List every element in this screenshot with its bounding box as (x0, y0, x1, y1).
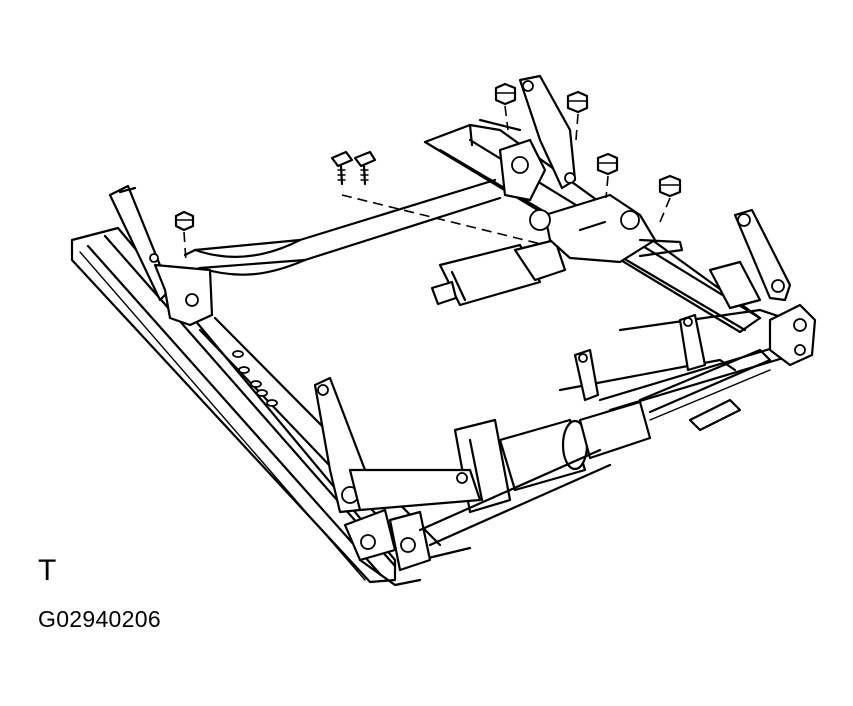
bolt-guide-line (341, 194, 546, 246)
cross-torsion-bar (183, 178, 502, 276)
nut-icon (566, 90, 589, 141)
front-cross-member (358, 448, 612, 587)
track-slots (232, 350, 278, 407)
right-rear-bracket (708, 208, 792, 310)
figure-code-label: G02940206 (38, 606, 161, 632)
nut-icon (494, 82, 517, 131)
bolt-icon (330, 150, 354, 186)
bolt-icon (353, 150, 377, 186)
recliner-motor (430, 193, 684, 307)
right-pivot-assembly (768, 303, 817, 367)
view-letter-label: T (38, 554, 57, 587)
lower-left-bracket (313, 376, 482, 572)
left-front-bracket (108, 184, 214, 327)
mid-bracket (573, 313, 707, 402)
nut-icon (596, 152, 619, 199)
slide-motor (453, 348, 772, 514)
upper-rear-bracket (498, 74, 577, 202)
nut-icon (174, 210, 195, 263)
nut-icon (658, 174, 682, 223)
